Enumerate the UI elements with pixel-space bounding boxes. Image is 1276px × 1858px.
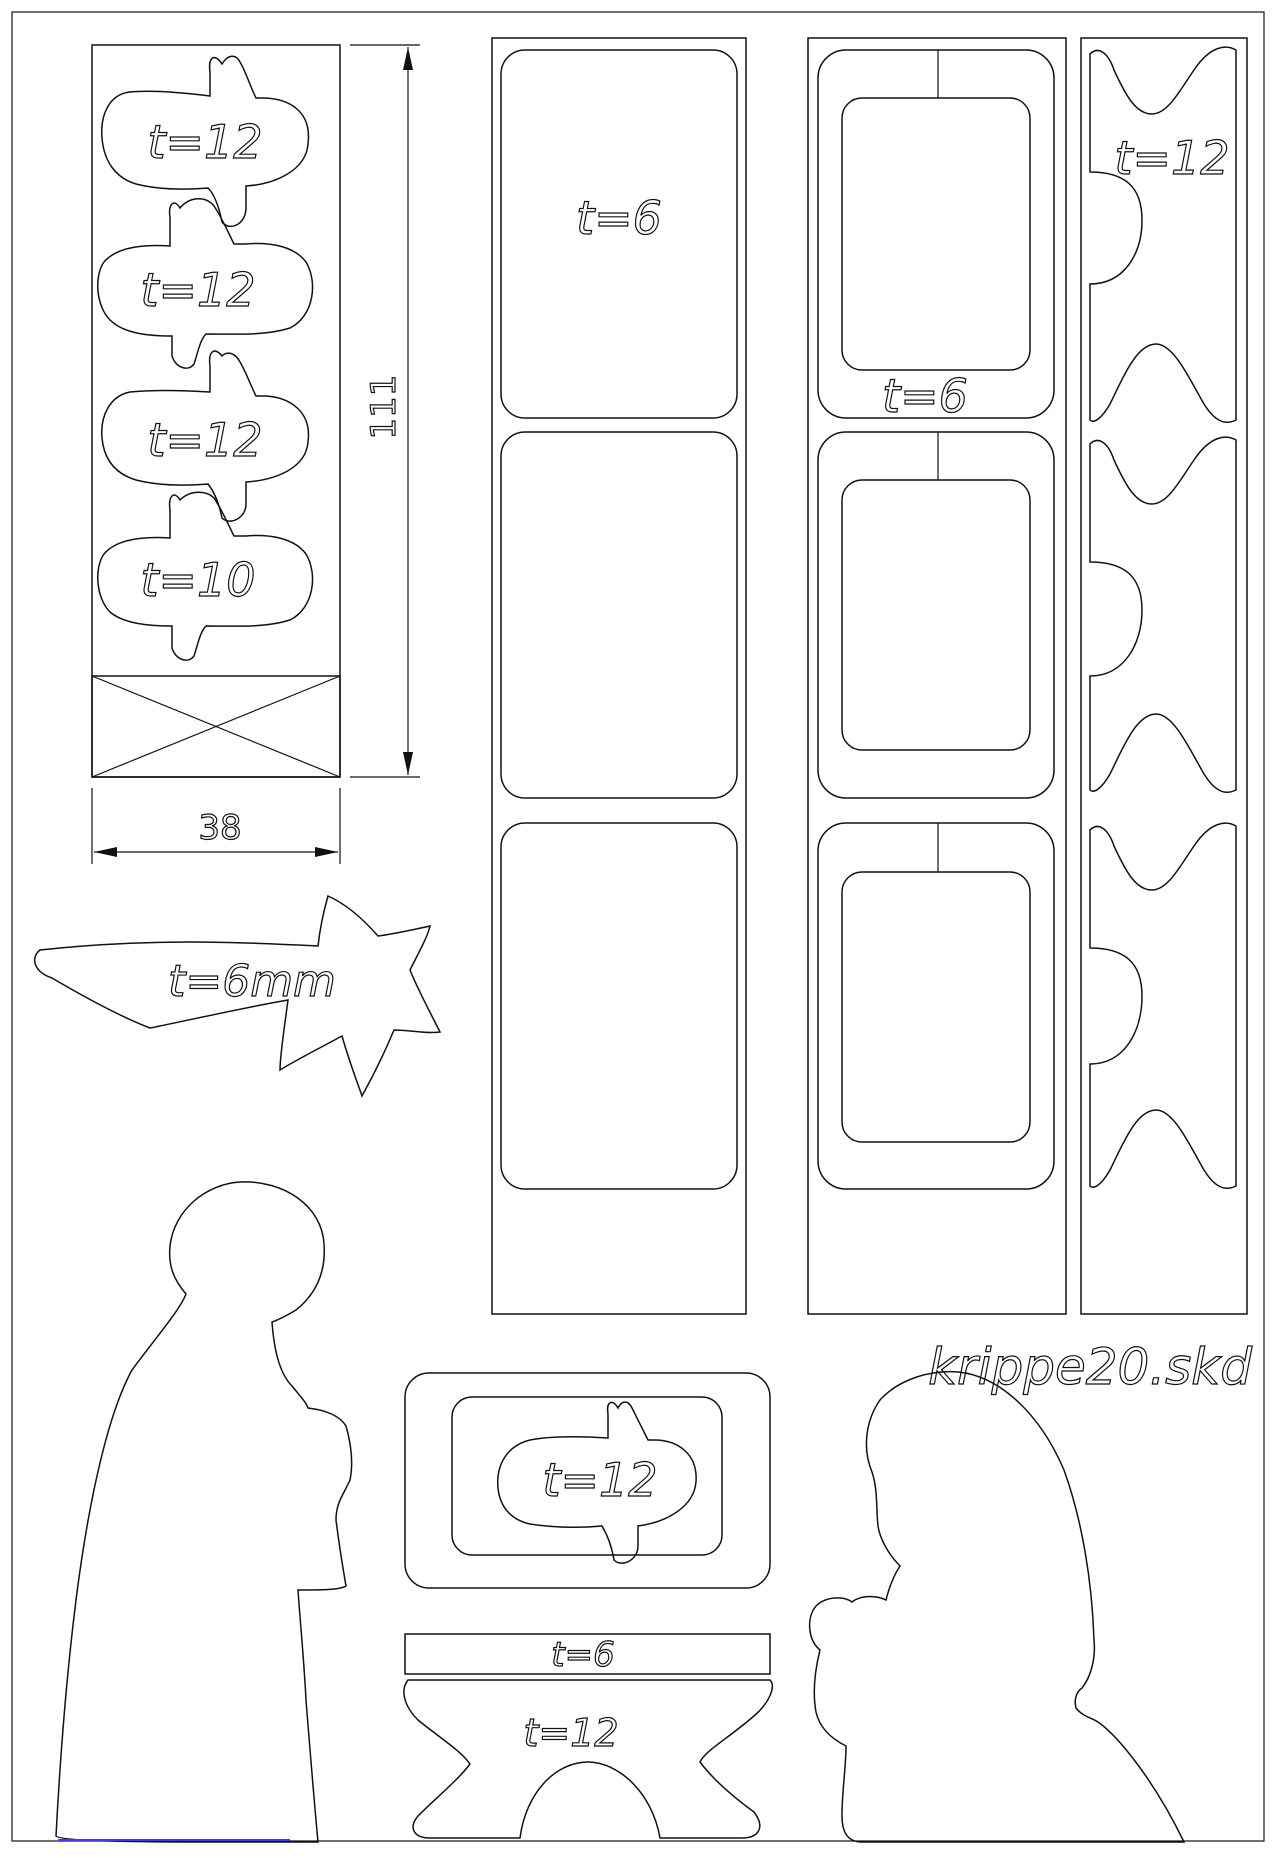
baby-outline: [97, 198, 314, 369]
manger-board-label: t=6: [551, 1635, 614, 1675]
baby-piece: t=10: [97, 491, 314, 661]
arch-piece: [1089, 822, 1237, 1190]
baby-outline: [497, 1401, 697, 1564]
arch-thickness-label: t=12: [1114, 131, 1229, 185]
arch-piece: [1089, 46, 1237, 424]
manger: t=12 t=6 t=12: [403, 1372, 774, 1839]
sheet-border: [11, 11, 1265, 1842]
board-thickness-label: t=6: [576, 191, 662, 245]
frame-outer: [817, 822, 1055, 1190]
manger-inner: [451, 1396, 723, 1556]
width-dimension: 38: [91, 788, 341, 864]
star-outline: [33, 894, 442, 1098]
left-panel: t=12 t=12 t=12 t=10 111: [91, 44, 420, 864]
frame-inner: [841, 479, 1031, 751]
panel-board: [500, 431, 738, 799]
arch-piece: [1089, 436, 1237, 794]
frame-thickness-label: t=6: [882, 369, 968, 423]
baby-piece: t=12: [101, 350, 310, 522]
panel-board: [500, 49, 738, 419]
height-dimension-value: 111: [364, 375, 404, 440]
piece-thickness-label: t=12: [147, 115, 262, 169]
file-name: krippe20.skd: [928, 1338, 1252, 1396]
arrowhead: [403, 47, 413, 70]
joseph-figure: [55, 1181, 353, 1843]
frames-panel-outline: [807, 37, 1067, 1315]
manger-outer: [404, 1372, 771, 1589]
manger-board: [404, 1633, 771, 1675]
middle-panel-outline: [491, 37, 747, 1315]
frame-outer: [817, 49, 1055, 419]
manger-base-label: t=12: [523, 1711, 618, 1755]
piece-thickness-label: t=12: [140, 263, 255, 317]
frame-outer: [817, 431, 1055, 799]
panel-board: [500, 822, 738, 1190]
frame-inner: [841, 871, 1031, 1143]
arrowhead: [94, 847, 117, 857]
baby-piece: t=12: [101, 55, 310, 228]
baby-piece: t=12: [97, 198, 314, 369]
piece-thickness-label: t=12: [147, 413, 262, 467]
mary-figure: [808, 1370, 1186, 1843]
baby-outline: [97, 491, 314, 661]
arrowhead: [403, 752, 413, 775]
cross-line: [91, 675, 341, 778]
frame-inner: [841, 97, 1031, 371]
baby-outline: [101, 55, 310, 228]
width-dimension-value: 38: [198, 808, 241, 848]
arrowhead: [315, 847, 338, 857]
shooting-star: t=6mm: [33, 894, 442, 1098]
manger-base: [403, 1679, 774, 1839]
middle-panel: t=6: [491, 37, 747, 1315]
height-dimension: 111: [350, 44, 420, 778]
crossed-box: [91, 675, 341, 778]
mary-outline: [808, 1370, 1186, 1843]
joseph-outline: [55, 1181, 353, 1843]
arches-panel: t=12: [1080, 37, 1248, 1315]
arches-panel-outline: [1080, 37, 1248, 1315]
star-thickness-label: t=6mm: [168, 956, 336, 1007]
frames-panel: t=6: [807, 37, 1067, 1315]
piece-thickness-label: t=10: [140, 553, 255, 607]
manger-inner-label: t=12: [542, 1453, 657, 1507]
